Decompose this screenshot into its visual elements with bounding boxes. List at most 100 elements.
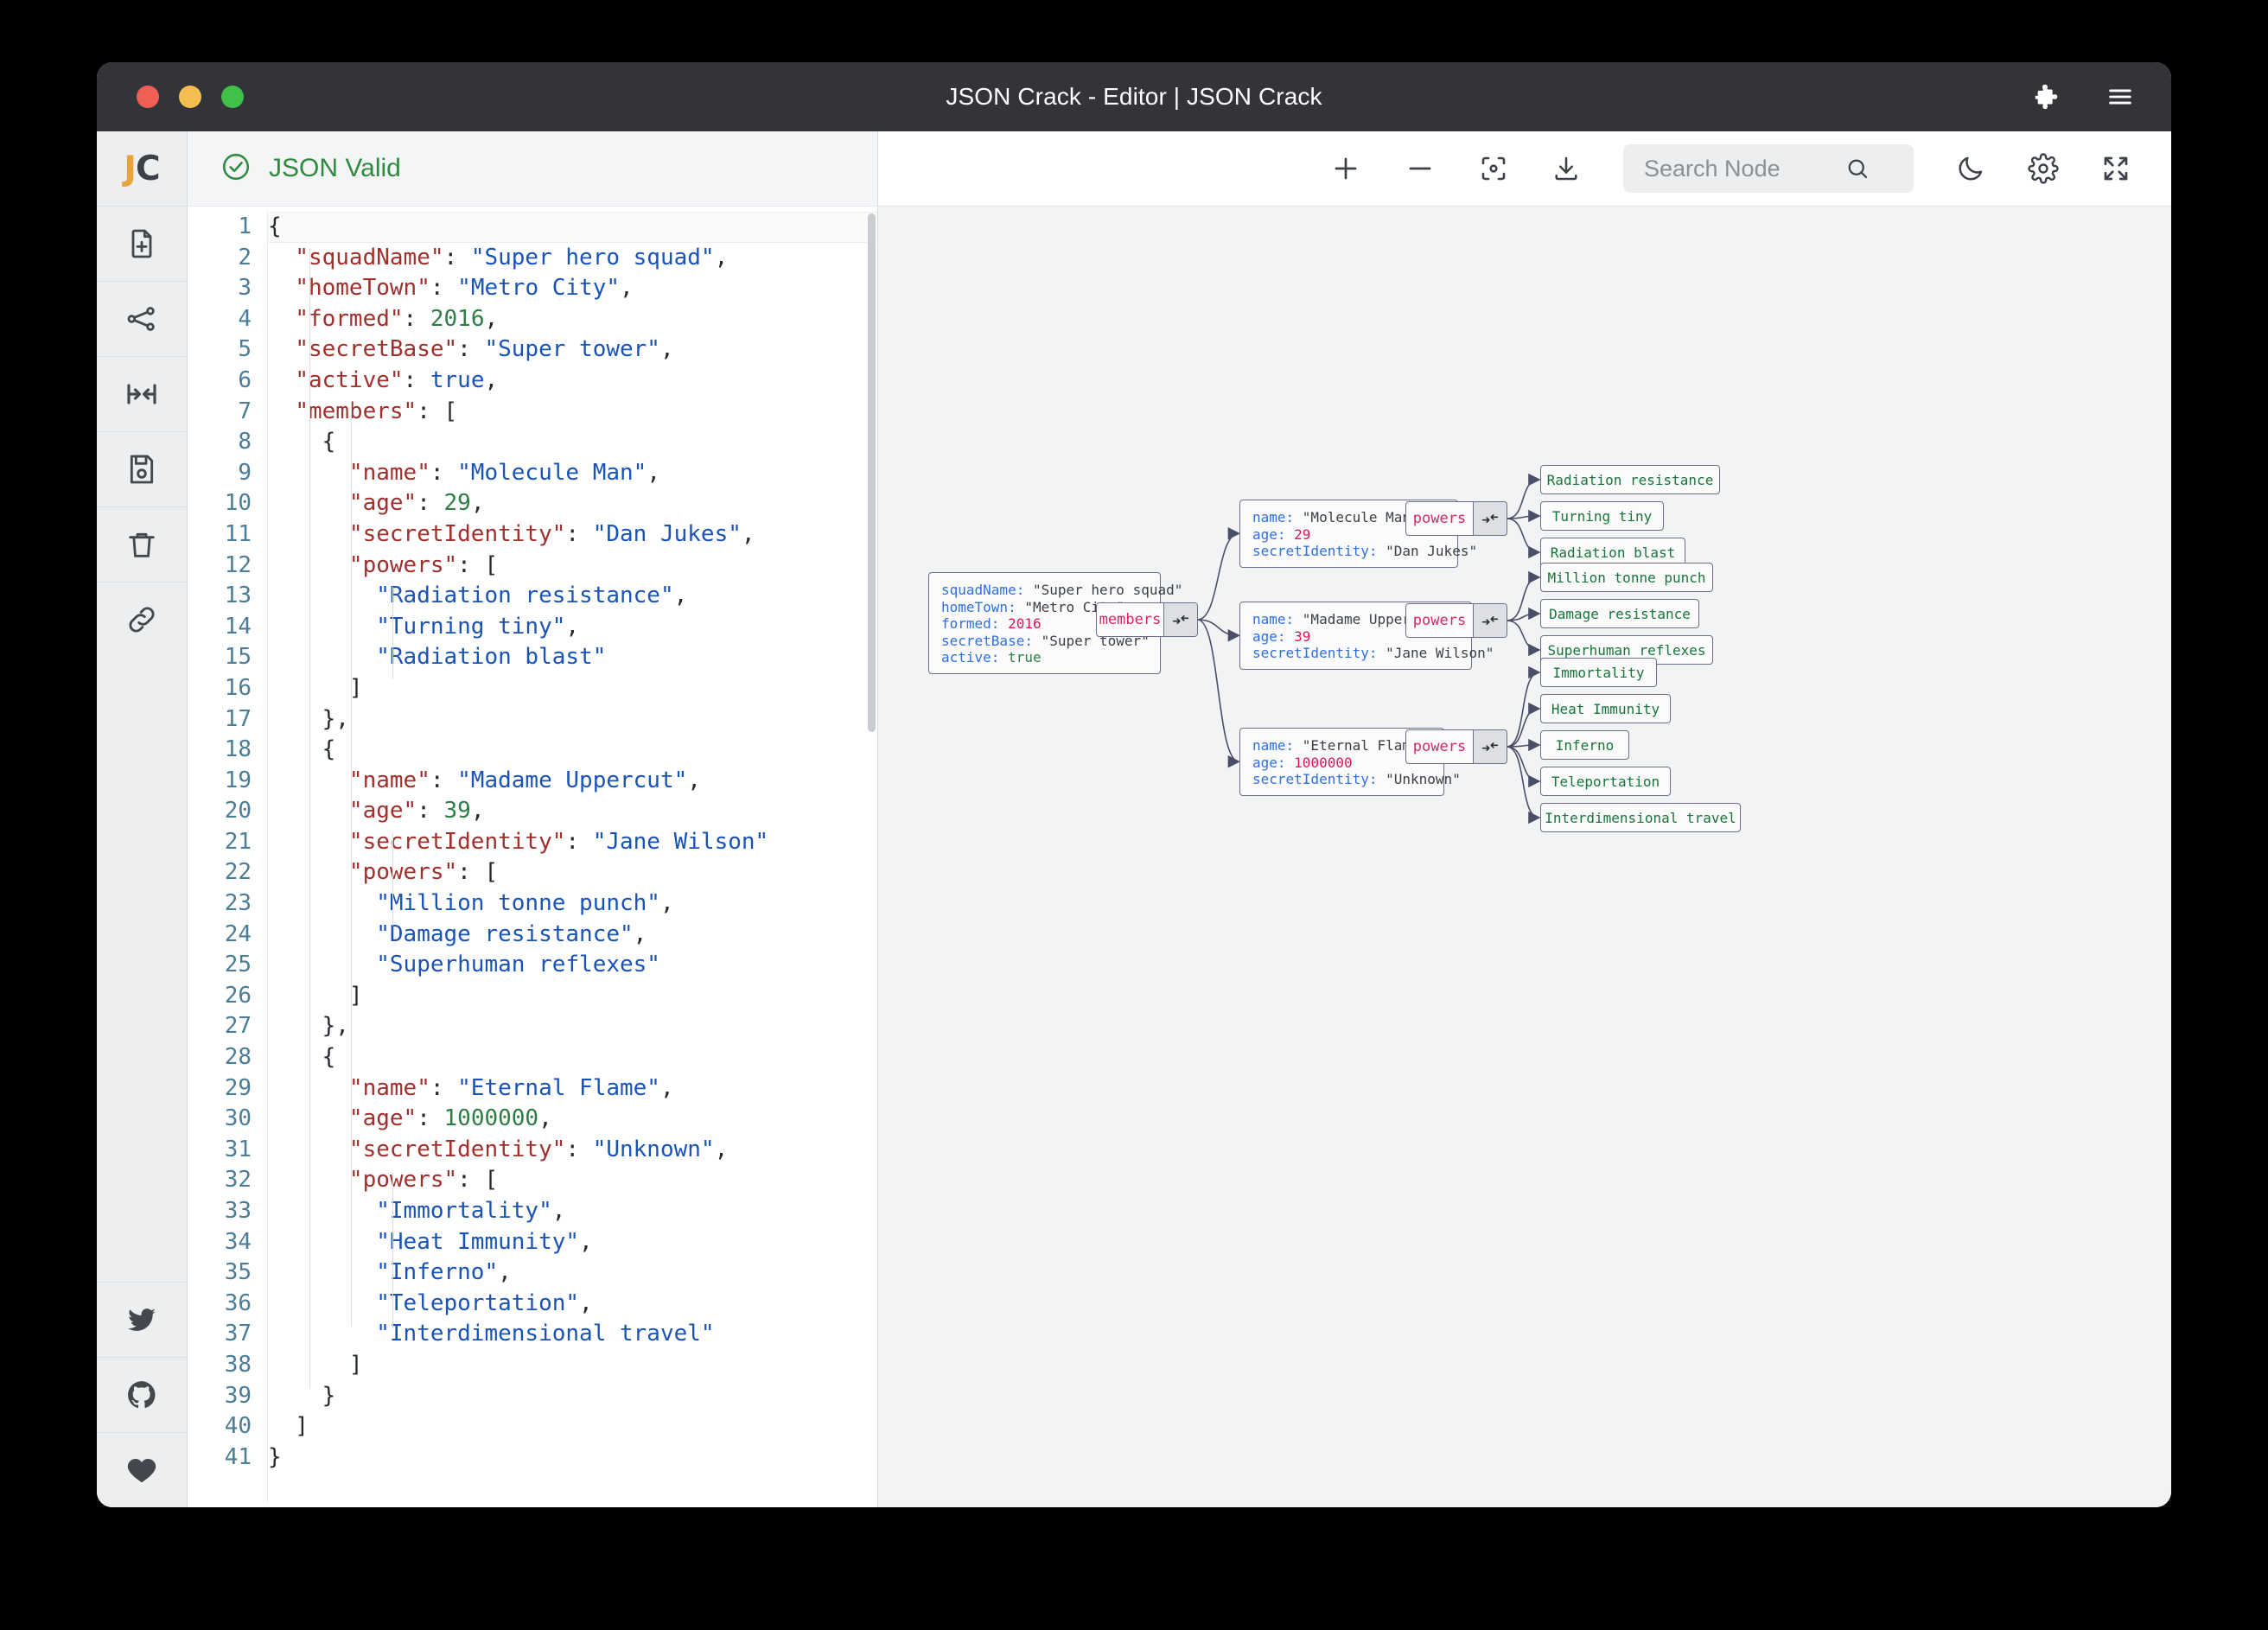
search-input[interactable] bbox=[1642, 154, 1831, 183]
code-line[interactable]: "formed": 2016, bbox=[268, 304, 877, 335]
graph-node-power-leaf[interactable]: Turning tiny bbox=[1540, 501, 1664, 531]
code-line[interactable]: "Radiation blast" bbox=[268, 642, 877, 673]
code-line[interactable]: "members": [ bbox=[268, 397, 877, 428]
code-line[interactable]: "Damage resistance", bbox=[268, 920, 877, 951]
collapse-arrows-icon[interactable] bbox=[1473, 604, 1507, 637]
code-line[interactable]: "active": true, bbox=[268, 366, 877, 397]
graph-node-power-leaf[interactable]: Interdimensional travel bbox=[1540, 803, 1741, 832]
code-line[interactable]: "secretIdentity": "Jane Wilson" bbox=[268, 827, 877, 858]
code-line[interactable]: { bbox=[268, 735, 877, 766]
graph-node-power-leaf[interactable]: Radiation resistance bbox=[1540, 465, 1720, 494]
gear-icon[interactable] bbox=[2028, 153, 2059, 184]
graph-node-powers[interactable]: powers bbox=[1405, 729, 1507, 764]
code-line[interactable]: "squadName": "Super hero squad", bbox=[268, 243, 877, 274]
code-line[interactable]: ] bbox=[268, 1350, 877, 1381]
code-line[interactable]: }, bbox=[268, 704, 877, 735]
graph-node-powers[interactable]: powers bbox=[1405, 603, 1507, 638]
sidebar-item-link[interactable] bbox=[97, 582, 187, 657]
code-line[interactable]: "Radiation resistance", bbox=[268, 581, 877, 612]
code-line[interactable]: "age": 29, bbox=[268, 488, 877, 519]
sidebar-item-github[interactable] bbox=[97, 1357, 187, 1432]
search-node-box[interactable] bbox=[1623, 144, 1914, 193]
fullscreen-icon[interactable] bbox=[2100, 153, 2131, 184]
graph-node-power-leaf[interactable]: Million tonne punch bbox=[1540, 563, 1713, 592]
collapse-arrows-icon[interactable] bbox=[1473, 730, 1507, 763]
collapse-arrows-icon[interactable] bbox=[1473, 502, 1507, 535]
code-token: : bbox=[403, 366, 430, 393]
code-token: , bbox=[620, 275, 634, 302]
code-line[interactable]: { bbox=[268, 212, 877, 243]
minimize-button[interactable] bbox=[179, 86, 201, 108]
code-line[interactable]: "powers": [ bbox=[268, 551, 877, 582]
close-button[interactable] bbox=[137, 86, 159, 108]
code-line[interactable]: ] bbox=[268, 1411, 877, 1442]
code-line[interactable]: "Interdimensional travel" bbox=[268, 1319, 877, 1350]
maximize-button[interactable] bbox=[221, 86, 244, 108]
code-content[interactable]: { "squadName": "Super hero squad", "home… bbox=[268, 207, 877, 1507]
code-line[interactable]: { bbox=[268, 427, 877, 458]
line-number: 7 bbox=[238, 398, 252, 424]
code-line[interactable]: "name": "Madame Uppercut", bbox=[268, 766, 877, 797]
graph-node-members[interactable]: members bbox=[1096, 602, 1198, 637]
magnifier-icon[interactable] bbox=[1844, 156, 1870, 181]
sidebar-item-favorite[interactable] bbox=[97, 1432, 187, 1507]
code-line[interactable]: "name": "Eternal Flame", bbox=[268, 1073, 877, 1105]
code-line[interactable]: }, bbox=[268, 1011, 877, 1042]
moon-icon[interactable] bbox=[1955, 153, 1986, 184]
code-line[interactable]: ] bbox=[268, 981, 877, 1012]
code-line[interactable]: { bbox=[268, 1042, 877, 1073]
sidebar-item-new-file[interactable] bbox=[97, 206, 187, 281]
node-row-key: name: bbox=[1252, 611, 1303, 627]
code-line[interactable]: "powers": [ bbox=[268, 1165, 877, 1196]
code-token: 2016 bbox=[430, 305, 485, 332]
code-token: : bbox=[430, 767, 458, 793]
plus-icon[interactable] bbox=[1329, 152, 1362, 185]
download-icon[interactable] bbox=[1551, 153, 1582, 184]
collapse-arrows-icon[interactable] bbox=[1163, 603, 1197, 636]
graph-node-root[interactable]: squadName: "Super hero squad"homeTown: "… bbox=[928, 572, 1182, 674]
code-token bbox=[268, 1229, 376, 1255]
sidebar-item-twitter[interactable] bbox=[97, 1282, 187, 1357]
code-line[interactable]: "secretIdentity": "Unknown", bbox=[268, 1135, 877, 1166]
code-line[interactable]: ] bbox=[268, 673, 877, 704]
graph-node-power-leaf[interactable]: Radiation blast bbox=[1540, 538, 1685, 567]
code-line[interactable]: "Superhuman reflexes" bbox=[268, 950, 877, 981]
sidebar-item-save[interactable] bbox=[97, 431, 187, 506]
code-line[interactable]: "name": "Molecule Man", bbox=[268, 458, 877, 489]
sidebar-item-share-graph[interactable] bbox=[97, 281, 187, 356]
node-row-value: 29 bbox=[1294, 525, 1311, 543]
editor-scrollbar[interactable] bbox=[868, 213, 876, 732]
puzzle-icon[interactable] bbox=[2033, 82, 2062, 111]
code-line[interactable]: "Immortality", bbox=[268, 1196, 877, 1227]
focus-center-icon[interactable] bbox=[1478, 153, 1509, 184]
code-token: { bbox=[268, 213, 282, 239]
code-line[interactable]: "Teleportation", bbox=[268, 1289, 877, 1320]
code-line[interactable]: "age": 1000000, bbox=[268, 1104, 877, 1135]
code-line[interactable]: "secretBase": "Super tower", bbox=[268, 334, 877, 366]
code-line[interactable]: } bbox=[268, 1381, 877, 1412]
graph-node-power-leaf[interactable]: Inferno bbox=[1540, 730, 1629, 760]
code-line[interactable]: "Million tonne punch", bbox=[268, 888, 877, 920]
code-line[interactable]: "secretIdentity": "Dan Jukes", bbox=[268, 519, 877, 551]
graph-canvas[interactable]: squadName: "Super hero squad"homeTown: "… bbox=[878, 206, 2171, 1507]
graph-node-power-leaf[interactable]: Immortality bbox=[1540, 658, 1657, 687]
code-line[interactable]: "Turning tiny", bbox=[268, 612, 877, 643]
sidebar-item-delete[interactable] bbox=[97, 506, 187, 582]
graph-node-power-leaf[interactable]: Heat Immunity bbox=[1540, 694, 1671, 723]
code-line[interactable]: "powers": [ bbox=[268, 857, 877, 888]
hamburger-menu-icon[interactable] bbox=[2106, 82, 2135, 111]
code-line[interactable]: } bbox=[268, 1442, 877, 1474]
code-line[interactable]: "Inferno", bbox=[268, 1258, 877, 1289]
graph-node-power-leaf[interactable]: Damage resistance bbox=[1540, 599, 1699, 628]
code-line[interactable]: "homeTown": "Metro City", bbox=[268, 273, 877, 304]
graph-node-power-leaf[interactable]: Teleportation bbox=[1540, 767, 1671, 796]
code-line[interactable]: "age": 39, bbox=[268, 796, 877, 827]
sidebar-item-collapse[interactable] bbox=[97, 356, 187, 431]
graph-node-powers[interactable]: powers bbox=[1405, 501, 1507, 536]
code-line[interactable]: "Heat Immunity", bbox=[268, 1227, 877, 1258]
minus-icon[interactable] bbox=[1404, 152, 1437, 185]
